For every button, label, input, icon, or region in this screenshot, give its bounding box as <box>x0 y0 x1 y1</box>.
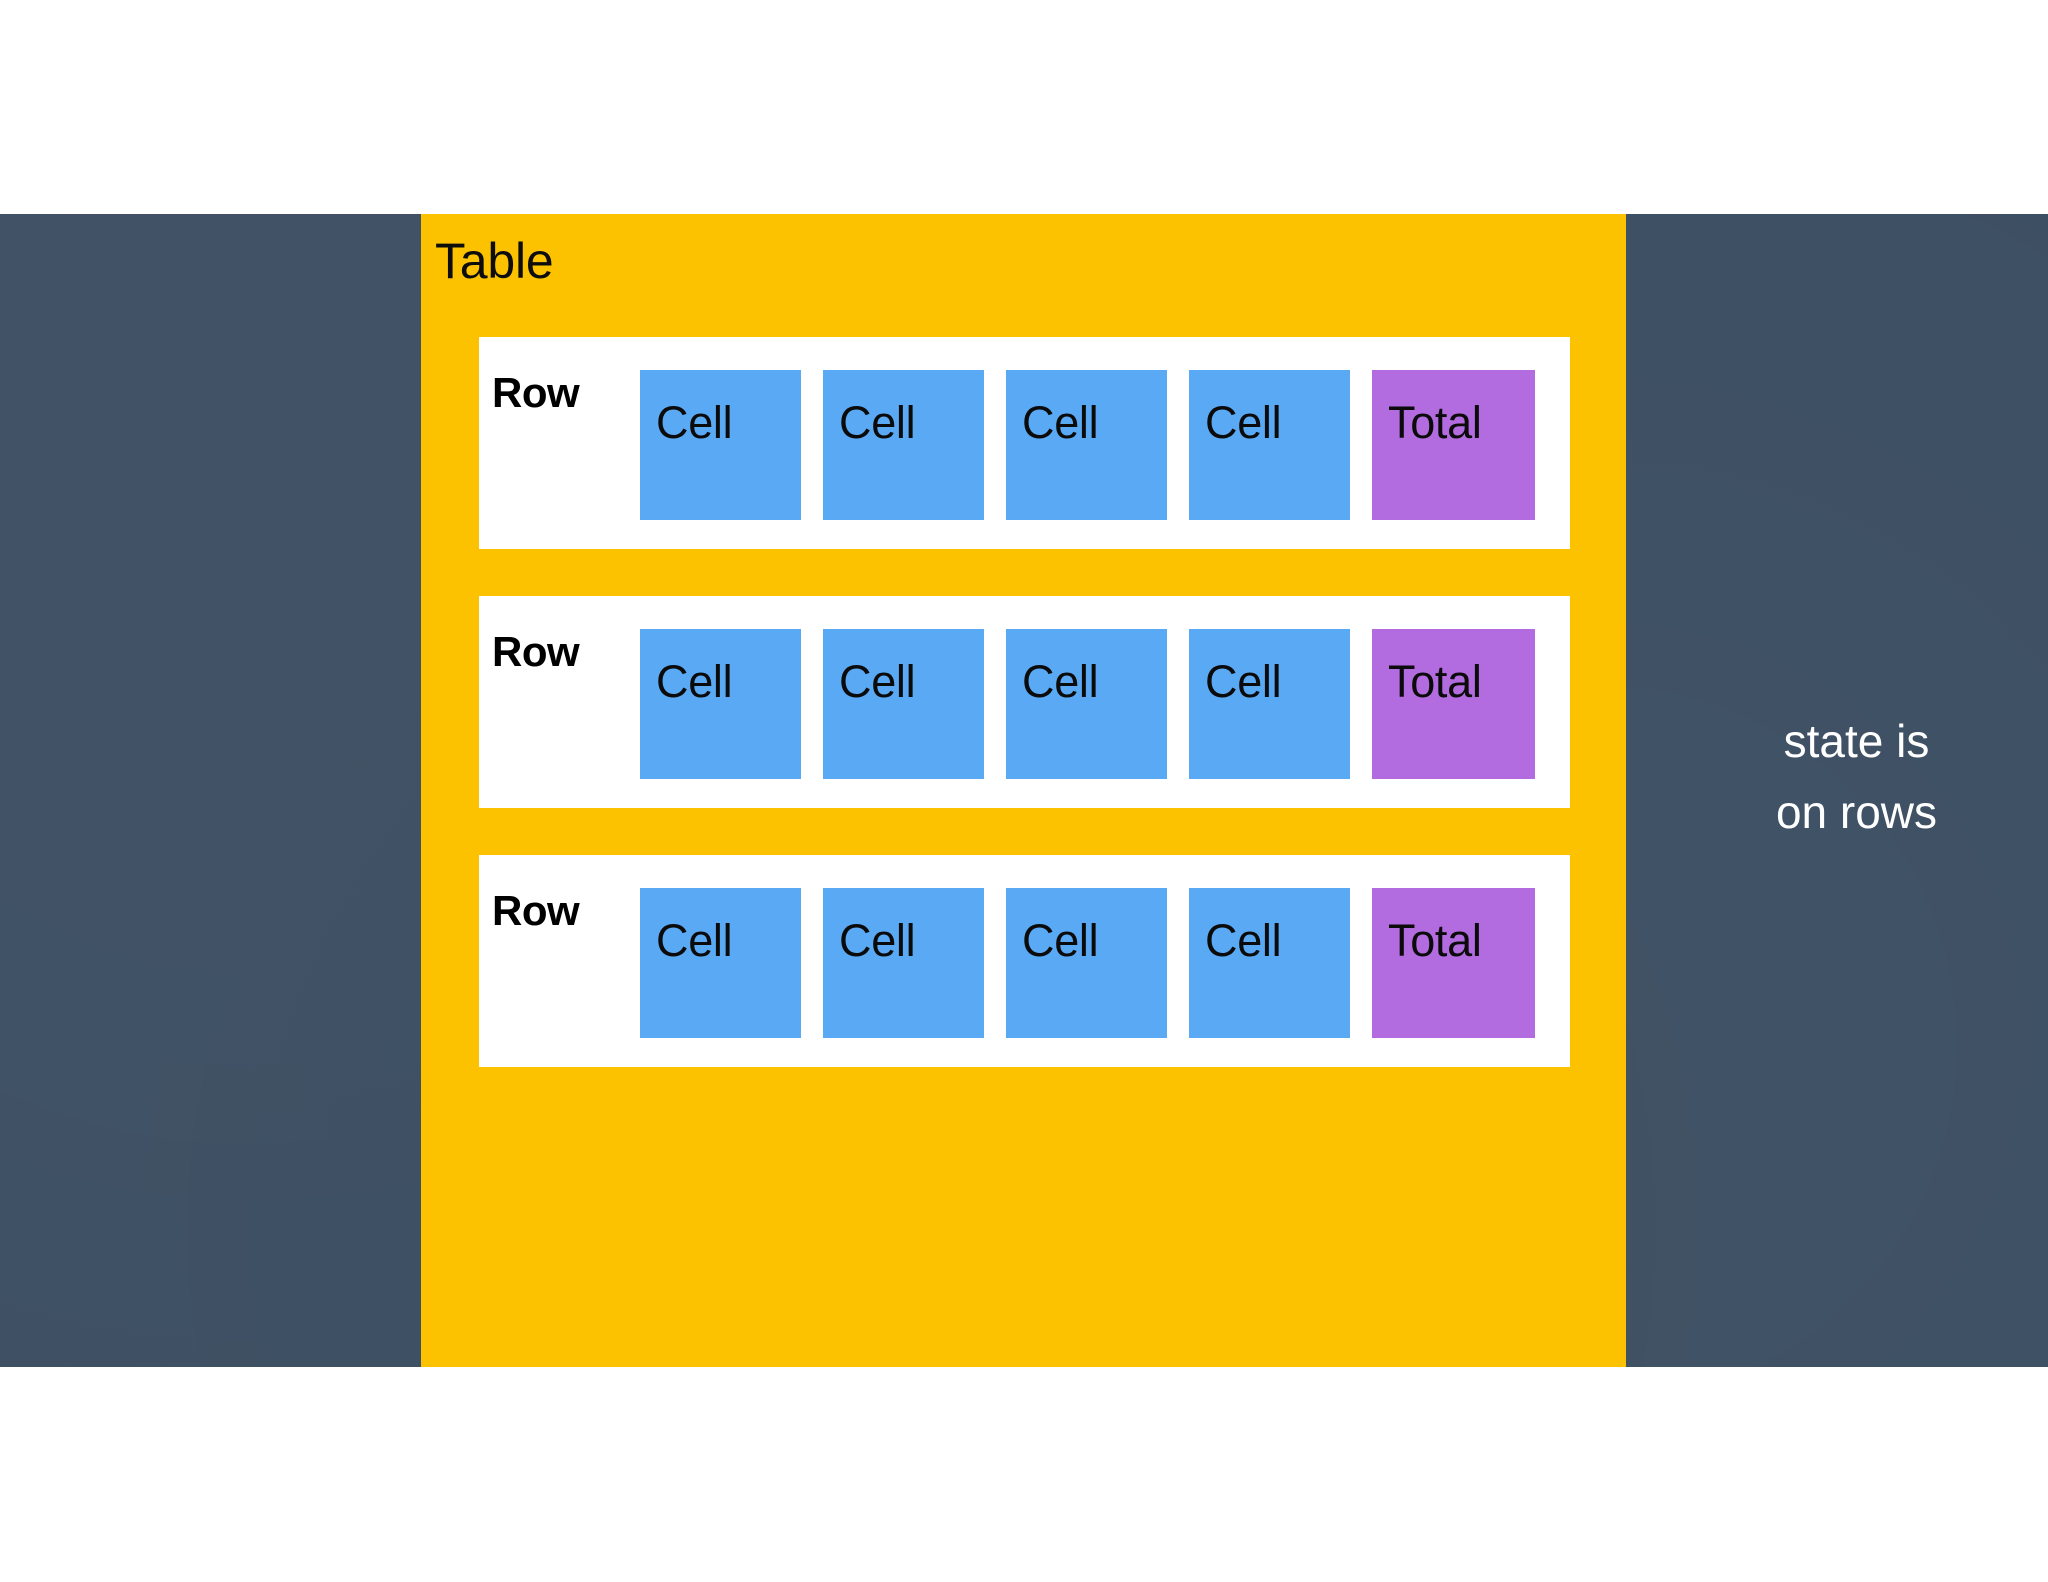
table-cell[interactable]: Cell <box>1189 370 1350 520</box>
table-title: Table <box>435 233 554 289</box>
table-cell[interactable]: Cell <box>823 888 984 1038</box>
table-cell[interactable]: Cell <box>1006 629 1167 779</box>
table-panel: Table Row Cell Cell Cell Cell Total Row … <box>421 214 1626 1367</box>
caption-state-is-on-rows: state is on rows <box>1665 706 2048 849</box>
table-cell[interactable]: Cell <box>640 888 801 1038</box>
table-cell[interactable]: Cell <box>823 370 984 520</box>
table-cell[interactable]: Cell <box>823 629 984 779</box>
row-cells: Cell Cell Cell Cell Total <box>640 629 1535 779</box>
caption-line-1: state is <box>1783 715 1930 767</box>
caption-line-2: on rows <box>1775 786 1938 839</box>
table-cell[interactable]: Cell <box>1006 370 1167 520</box>
row-cells: Cell Cell Cell Cell Total <box>640 370 1535 520</box>
table-cell[interactable]: Cell <box>640 370 801 520</box>
table-total-cell[interactable]: Total <box>1372 370 1535 520</box>
row-cells: Cell Cell Cell Cell Total <box>640 888 1535 1038</box>
table-cell[interactable]: Cell <box>1189 888 1350 1038</box>
table-cell[interactable]: Cell <box>1006 888 1167 1038</box>
rows-stack: Row Cell Cell Cell Cell Total Row Cell C… <box>479 337 1570 1067</box>
row-label: Row <box>492 369 580 416</box>
table-row[interactable]: Row Cell Cell Cell Cell Total <box>479 596 1570 808</box>
table-row[interactable]: Row Cell Cell Cell Cell Total <box>479 337 1570 549</box>
table-cell[interactable]: Cell <box>640 629 801 779</box>
table-total-cell[interactable]: Total <box>1372 888 1535 1038</box>
row-label: Row <box>492 887 580 934</box>
row-label: Row <box>492 628 580 675</box>
table-cell[interactable]: Cell <box>1189 629 1350 779</box>
table-row[interactable]: Row Cell Cell Cell Cell Total <box>479 855 1570 1067</box>
table-total-cell[interactable]: Total <box>1372 629 1535 779</box>
